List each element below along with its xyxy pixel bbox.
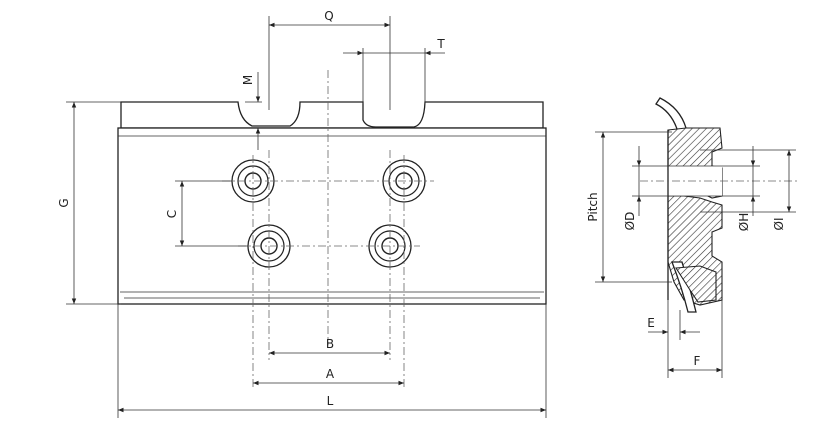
dim-G: G [57,101,121,305]
side-section-view: Pitch ØD ØH ØI [586,97,800,378]
dim-T-label: T [436,37,445,51]
pad-body [117,127,547,305]
dim-pitch: Pitch [586,131,672,283]
dim-B: B [269,337,390,356]
dim-H-label: ØH [737,213,751,231]
dim-B-label: B [326,337,334,351]
dim-F-label: F [694,354,701,368]
dim-C-label: C [165,210,179,218]
dim-C: C [165,180,248,247]
dim-M-label: M [241,75,255,85]
dim-G-label: G [57,198,71,207]
dim-F: F [668,300,723,378]
dim-D: ØD [623,146,668,230]
dim-M: M [241,72,262,150]
pad-top-profile [120,101,544,129]
dim-T: T [343,37,445,104]
dim-H: ØH [722,146,760,231]
dim-L: L [117,304,547,418]
dim-Q: Q [268,9,391,110]
dim-A: A [253,367,404,386]
front-view: Q T M G C [57,9,547,418]
dim-L-label: L [327,394,334,408]
dim-D-label: ØD [623,212,637,231]
dim-A-label: A [326,367,335,381]
dim-Q-label: Q [324,9,333,23]
dim-E: E [647,300,700,378]
dim-I: ØI [722,149,796,231]
dim-pitch-label: Pitch [586,192,600,221]
dim-E-label: E [647,316,655,330]
dim-I-label: ØI [772,218,786,231]
